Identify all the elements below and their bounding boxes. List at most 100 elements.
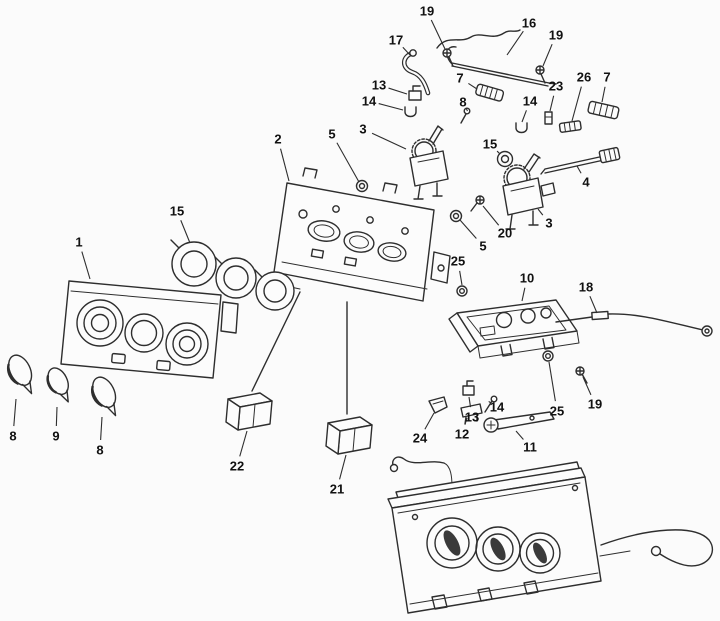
callout-leader-3: [371, 132, 407, 150]
clamp-13-b: [462, 380, 475, 396]
screw-20: [470, 195, 485, 212]
callout-leader-5: [336, 142, 360, 183]
part-callout-24: 24: [413, 431, 428, 446]
part-callout-3: 3: [359, 122, 366, 137]
screw-8-a: [460, 107, 471, 124]
vacuum-tube-17: [401, 49, 431, 96]
push-button-22: [225, 392, 273, 431]
callout-leader-22: [239, 430, 248, 457]
clip-14-a: [404, 106, 417, 118]
part-callout-9: 9: [52, 429, 59, 444]
callout-leader-15: [180, 220, 191, 244]
part-callout-13: 13: [372, 78, 386, 93]
part-callout-21: 21: [330, 482, 344, 497]
bracket-12: [460, 403, 483, 425]
part-callout-15: 15: [483, 137, 497, 152]
callout-leader-19: [430, 19, 446, 50]
screw-19-c: [575, 366, 588, 384]
switch-assembly-3-b: [502, 153, 556, 230]
bezel-rings-15: [170, 239, 295, 311]
part-callout-19: 19: [588, 397, 602, 412]
callout-leader-4: [576, 165, 582, 174]
callout-leader-23: [549, 95, 555, 112]
callout-leader-8: [100, 416, 103, 441]
part-callout-8: 8: [96, 443, 103, 458]
unit-knob-2: [475, 526, 521, 572]
callout-leader-5: [459, 219, 477, 239]
knob-8-b: [90, 376, 117, 417]
callout-leader-2: [280, 148, 290, 182]
callout-leader-26: [571, 86, 582, 122]
oring-5-a: [355, 179, 369, 193]
mounting-bracket-10: [448, 299, 580, 359]
unit-knob-1: [426, 517, 478, 569]
control-shaft-4: [540, 146, 621, 175]
part-callout-23: 23: [549, 79, 563, 94]
callout-leader-16: [506, 30, 524, 56]
screw-19-b: [535, 65, 546, 84]
part-callout-2: 2: [274, 132, 281, 147]
washer-15-b: [496, 150, 514, 168]
callout-leader-1: [81, 251, 91, 280]
clip-14-b: [515, 122, 528, 134]
callout-leader-8: [465, 107, 468, 112]
knob-9: [46, 367, 69, 403]
callout-leader-19: [582, 376, 592, 396]
clip-23: [544, 111, 553, 125]
exploded-view-artwork: [6, 29, 714, 614]
part-callout-14: 14: [490, 400, 505, 415]
callout-leader-15: [496, 150, 501, 155]
lever-11: [483, 411, 555, 433]
part-callout-3: 3: [545, 216, 552, 231]
push-button-21: [325, 416, 373, 455]
callout-leader-20: [482, 205, 500, 226]
callout-leader-12: [464, 417, 468, 425]
part-callout-15: 15: [170, 204, 184, 219]
part-callout-11: 11: [523, 440, 537, 455]
callout-leader-17: [402, 46, 411, 56]
control-cable-16: [436, 29, 557, 87]
switch-assembly-3-a: [409, 125, 449, 200]
callout-leader-10: [521, 287, 526, 302]
part-callout-22: 22: [230, 459, 244, 474]
screw-19-a: [442, 48, 454, 67]
part-callout-17: 17: [389, 33, 403, 48]
callout-leader-14: [378, 103, 404, 111]
callout-leader-7: [601, 86, 606, 103]
clip-24: [428, 396, 448, 414]
callout-leader-25: [459, 270, 463, 286]
part-callout-1: 1: [75, 235, 82, 250]
callout-leader-13: [468, 396, 472, 408]
part-callout-8: 8: [459, 95, 466, 110]
assembled-control-unit: [387, 456, 714, 614]
part-callout-18: 18: [579, 280, 593, 295]
callout-leader-13: [388, 87, 408, 95]
grip-sleeve-7-a: [475, 83, 505, 102]
part-callout-5: 5: [479, 239, 486, 254]
callout-leader-24: [424, 412, 435, 430]
screw-14-c: [484, 395, 498, 413]
part-callout-13: 13: [465, 410, 479, 425]
part-callout-19: 19: [420, 4, 434, 19]
part-callout-25: 25: [550, 404, 564, 419]
grip-sleeve-7-b: [587, 100, 620, 120]
control-panel-1: [60, 280, 239, 379]
unit-knob-3: [519, 532, 561, 574]
control-cable-18: [555, 310, 713, 337]
part-callout-7: 7: [603, 70, 610, 85]
knob-8-a: [6, 354, 33, 395]
part-callout-14: 14: [362, 94, 377, 109]
part-callout-4: 4: [582, 175, 590, 190]
clamp-13-a: [408, 85, 422, 101]
part-callout-19: 19: [549, 28, 563, 43]
callout-leader-14: [488, 400, 492, 404]
oring-5-b: [449, 209, 463, 223]
callout-leader-8: [13, 398, 17, 427]
callout-leader-25: [548, 361, 556, 402]
part-callout-8: 8: [9, 429, 16, 444]
part-callout-14: 14: [523, 94, 538, 109]
part-callout-7: 7: [456, 71, 463, 86]
callout-leader-3: [537, 208, 544, 216]
